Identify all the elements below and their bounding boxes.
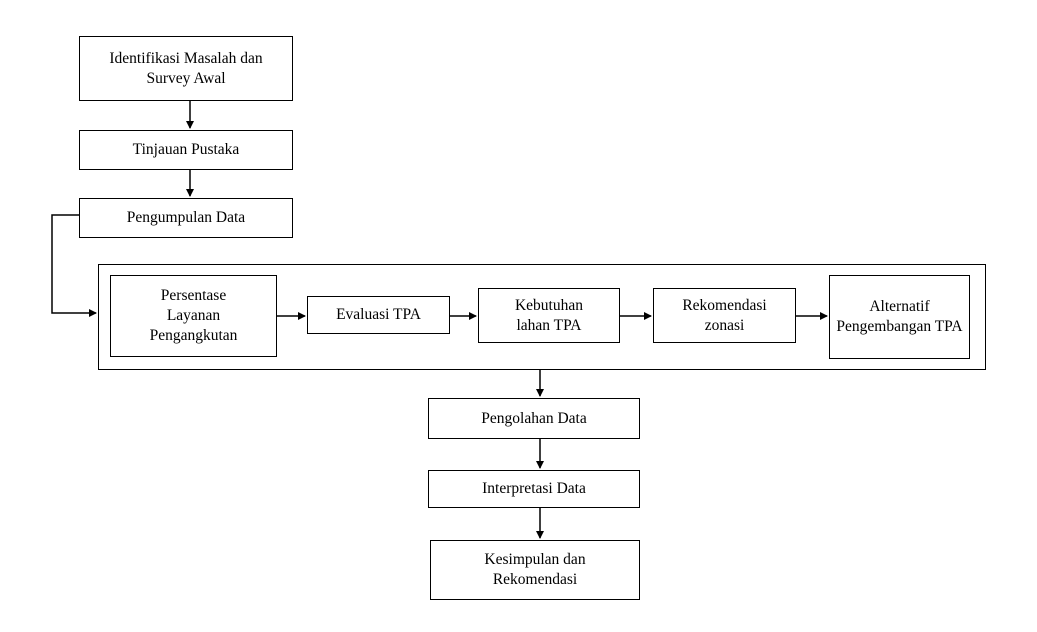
node-pengolahan-data: Pengolahan Data xyxy=(428,398,640,439)
node-persentase-layanan: Persentase Layanan Pengangkutan xyxy=(110,275,277,357)
node-tinjauan-pustaka: Tinjauan Pustaka xyxy=(79,130,293,170)
analysis-group-frame xyxy=(98,264,986,370)
node-identifikasi-masalah: Identifikasi Masalah dan Survey Awal xyxy=(79,36,293,101)
node-kebutuhan-lahan: Kebutuhan lahan TPA xyxy=(478,288,620,343)
node-kesimpulan-rekomendasi: Kesimpulan dan Rekomendasi xyxy=(430,540,640,600)
node-interpretasi-data: Interpretasi Data xyxy=(428,470,640,508)
node-pengumpulan-data: Pengumpulan Data xyxy=(79,198,293,238)
node-alternatif-pengembangan: Alternatif Pengembangan TPA xyxy=(829,275,970,359)
arrow-n3-group xyxy=(51,214,97,317)
node-rekomendasi-zonasi: Rekomendasi zonasi xyxy=(653,288,796,343)
node-evaluasi-tpa: Evaluasi TPA xyxy=(307,296,450,334)
